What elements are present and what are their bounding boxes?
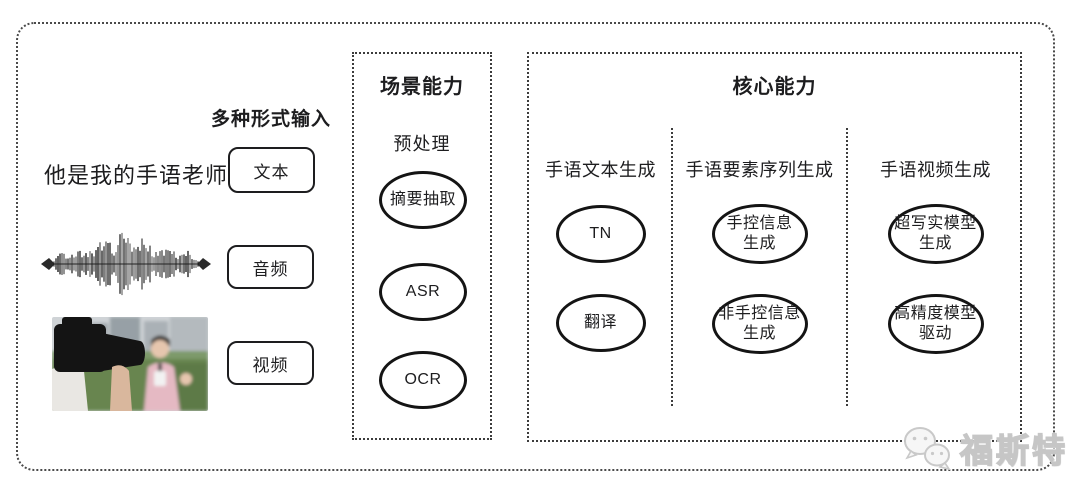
audio-waveform-icon — [41, 232, 211, 296]
non-manual-feature-generation-node: 非手控信息 生成 — [711, 294, 808, 354]
core-column-header: 手语文本生成 — [545, 160, 656, 180]
preprocess-label: 预处理 — [393, 134, 451, 154]
input-type-video-box: 视频 — [227, 341, 314, 385]
summary-extraction-node: 摘要抽取 — [379, 171, 467, 229]
core-column-header: 手语视频生成 — [880, 160, 991, 180]
manual-feature-generation-node: 手控信息 生成 — [711, 204, 808, 264]
ocr-node: OCR — [379, 351, 467, 409]
translation-node: 翻译 — [555, 294, 646, 352]
hyperrealistic-model-generation-node: 超写实模型 生成 — [887, 204, 984, 264]
core-column-text-generation: 手语文本生成 TN 翻译 — [529, 54, 672, 440]
core-column-video-generation: 手语视频生成 超写实模型 生成 高精度模型 驱动 — [847, 54, 1024, 440]
tn-node: TN — [555, 205, 646, 263]
watermark-text: 福斯特 — [959, 431, 1068, 469]
core-column-header: 手语要素序列生成 — [685, 160, 834, 180]
input-type-text-box: 文本 — [228, 147, 315, 193]
high-precision-model-drive-node: 高精度模型 驱动 — [887, 294, 984, 354]
scene-panel-title: 场景能力 — [380, 76, 464, 98]
input-type-audio-box: 音频 — [227, 245, 314, 289]
core-column-element-sequence-generation: 手语要素序列生成 手控信息 生成 非手控信息 生成 — [672, 54, 847, 440]
input-section-title: 多种形式输入 — [210, 109, 331, 130]
core-capability-panel: 核心能力 手语文本生成 TN 翻译 手语要素序列生成 手控信息 生成 非手控信息… — [527, 52, 1022, 442]
core-panel-title: 核心能力 — [732, 76, 817, 98]
watermark: 福斯特 — [901, 422, 1068, 474]
core-column-divider-1 — [671, 128, 673, 406]
outer-dotted-border — [16, 22, 1055, 471]
scene-capability-panel: 场景能力 预处理 摘要抽取 ASR OCR — [352, 52, 492, 440]
example-sentence-text: 他是我的手语老师 — [44, 163, 229, 188]
video-thumbnail-image — [52, 317, 208, 411]
wechat-logo-icon — [904, 427, 951, 471]
core-column-divider-2 — [846, 128, 848, 406]
asr-node: ASR — [379, 263, 467, 321]
